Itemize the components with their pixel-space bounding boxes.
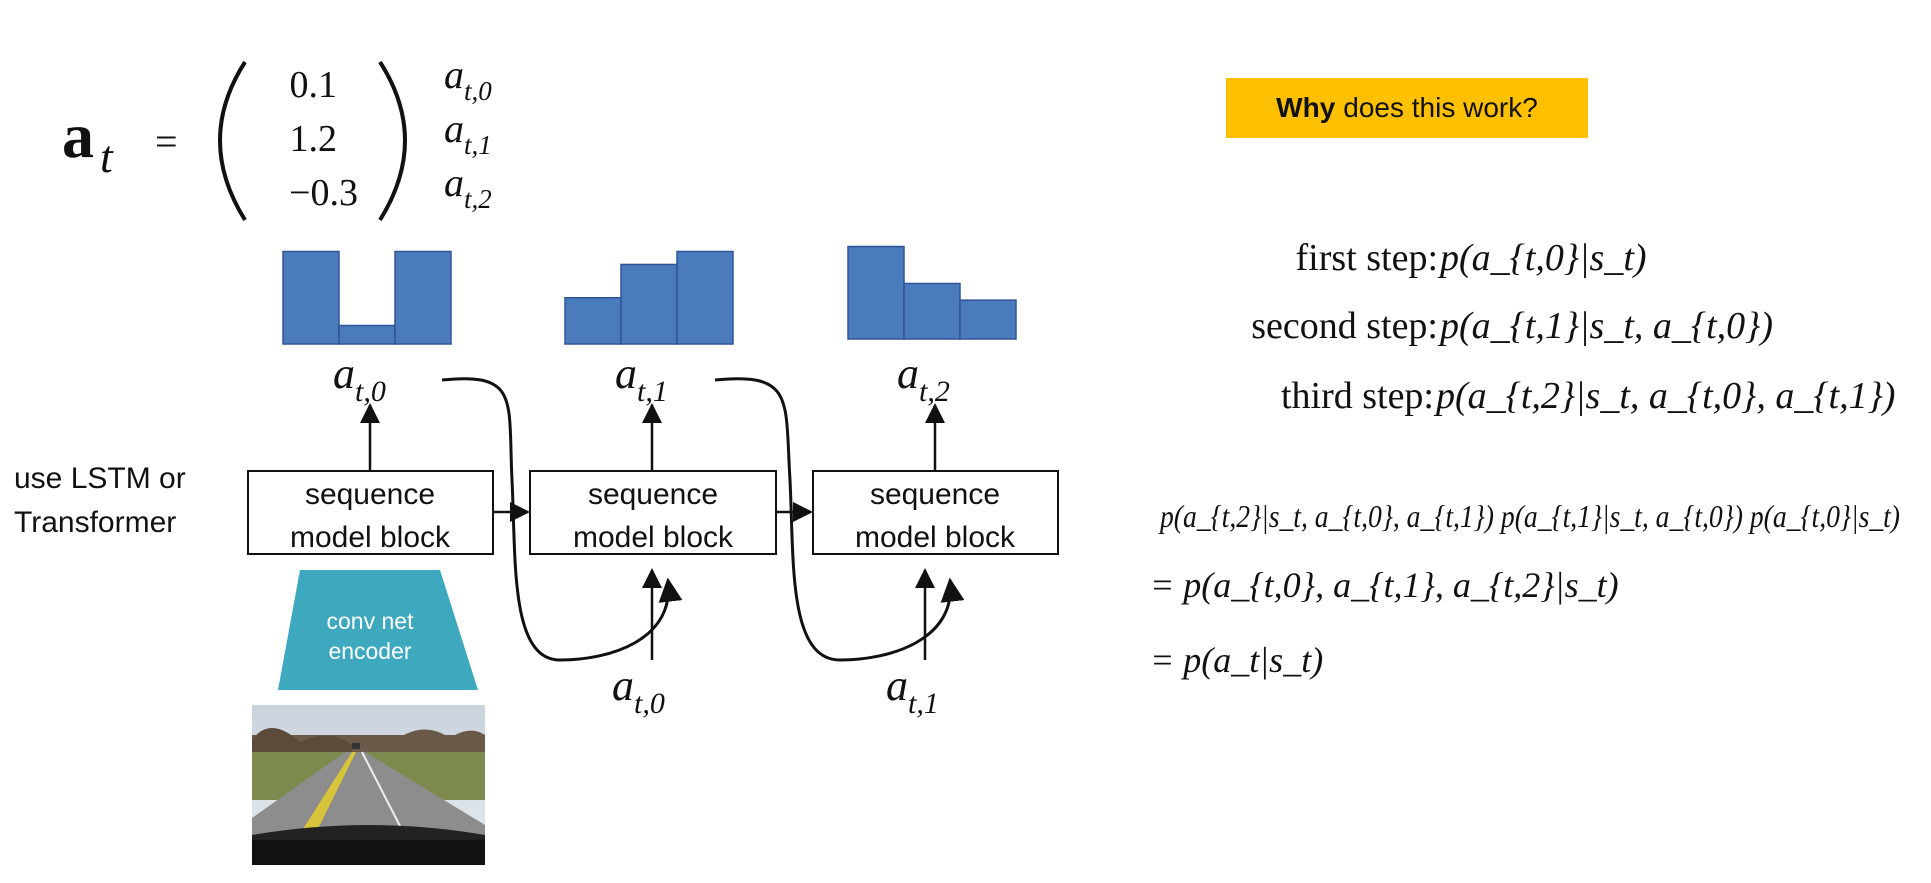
histogram-1-bar-0 (564, 297, 622, 345)
derivation-line3: = p(a_t|s_t) (1150, 640, 1323, 680)
equals-sign: = (155, 119, 178, 164)
histogram-2-bar-2 (959, 299, 1017, 340)
svg-text:sequence: sequence (305, 478, 435, 511)
component-label-1: at,1 (444, 106, 492, 160)
svg-text:conv net: conv net (327, 608, 415, 634)
feedback-curve-0 (441, 377, 683, 662)
histogram-0-bar-2 (394, 250, 452, 345)
sequence-block-1: sequence model block (529, 470, 777, 555)
sequence-block-0: sequence model block (247, 470, 494, 555)
svg-text:model block: model block (290, 521, 451, 554)
side-label-line1: use LSTM or (14, 462, 186, 495)
input-label-0: at,0 (612, 661, 665, 720)
output-label-0: at,0 (333, 349, 386, 408)
conv-net-encoder: conv net encoder (278, 570, 478, 690)
vector-value-2: −0.3 (289, 172, 358, 214)
right-paren (378, 60, 407, 222)
histograms (282, 245, 1017, 345)
vector-value-0: 0.1 (290, 64, 338, 106)
step-label-3: third step: (1281, 375, 1434, 417)
step-label-1: first step: (1296, 237, 1438, 279)
histogram-1-bar-1 (620, 263, 678, 345)
histogram-0-bar-0 (282, 250, 340, 345)
derivation-line1: p(a_{t,2}|s_t, a_{t,0}, a_{t,1}) p(a_{t,… (1158, 498, 1900, 534)
histogram-2-bar-1 (903, 282, 961, 340)
why-bold: Why (1276, 92, 1336, 123)
histogram-1-bar-2 (676, 250, 734, 345)
svg-text:model block: model block (573, 521, 734, 554)
step-label-2: second step: (1251, 305, 1438, 347)
output-label-1: at,1 (615, 349, 668, 408)
svg-text:sequence: sequence (588, 478, 718, 511)
histogram-2-bar-0 (847, 245, 905, 340)
derivation-line2: = p(a_{t,0}, a_{t,1}, a_{t,2}|s_t) (1150, 565, 1619, 605)
vector-subscript: t (100, 131, 114, 182)
step-expr-2: p(a_{t,1}|s_t, a_{t,0}) (1437, 305, 1773, 347)
road-camera-image (252, 705, 485, 865)
side-label-line2: Transformer (14, 506, 176, 539)
svg-text:sequence: sequence (870, 478, 1000, 511)
left-paren (218, 60, 247, 222)
derivation: p(a_{t,2}|s_t, a_{t,0}, a_{t,1}) p(a_{t,… (1150, 498, 1900, 680)
why-rest: does this work? (1343, 92, 1538, 123)
input-label-1: at,1 (886, 661, 939, 720)
output-label-2: at,2 (897, 349, 950, 408)
feedback-curve-1 (714, 377, 965, 662)
why-callout: Why does this work? (1226, 78, 1588, 138)
svg-text:model block: model block (855, 521, 1016, 554)
vector-equation: a t = 0.1 1.2 −0.3 at,0 at,1 at,2 (62, 52, 492, 222)
component-label-0: at,0 (444, 52, 492, 106)
vector-value-1: 1.2 (290, 118, 338, 160)
svg-text:encoder: encoder (328, 638, 411, 664)
sequence-block-2: sequence model block (812, 470, 1059, 555)
step-expr-3: p(a_{t,2}|s_t, a_{t,0}, a_{t,1}) (1433, 375, 1895, 417)
component-label-2: at,2 (444, 160, 492, 214)
steps-list: first step: p(a_{t,0}|s_t) second step: … (1251, 237, 1895, 417)
step-expr-1: p(a_{t,0}|s_t) (1437, 237, 1647, 279)
histogram-0-bar-1 (338, 324, 396, 345)
vector-name: a (62, 100, 94, 171)
